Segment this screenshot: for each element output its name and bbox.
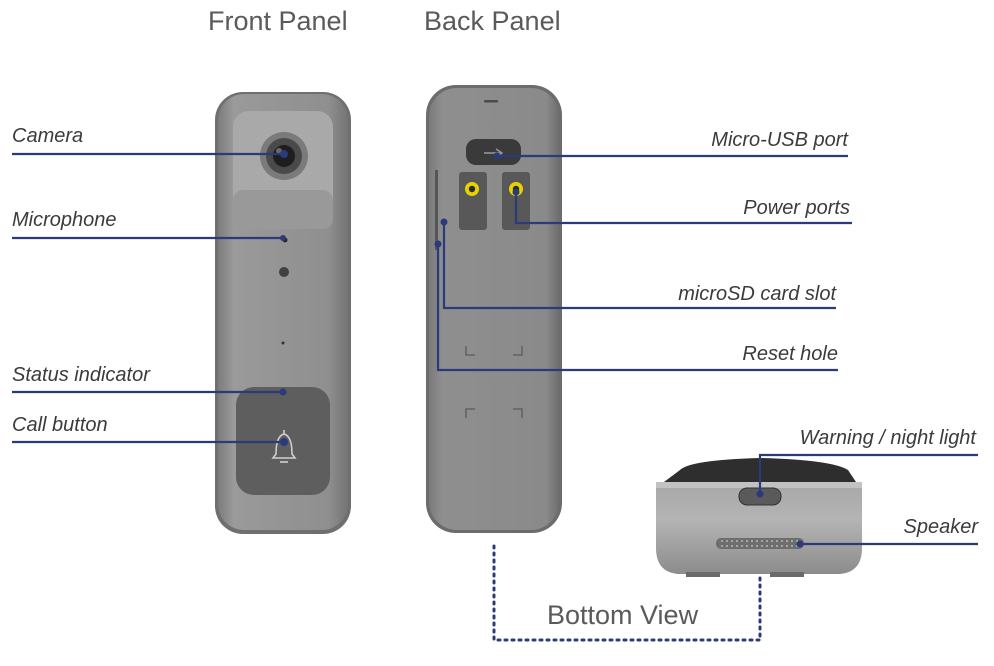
call-button-label: Call button: [12, 414, 108, 436]
camera-label: Camera: [12, 125, 84, 147]
bell-icon: [271, 430, 297, 463]
sensor-dot: [279, 267, 289, 277]
micro-usb-label: Micro-USB port: [711, 129, 848, 151]
microsd-callout: [442, 222, 836, 310]
callout-lines: [12, 152, 978, 546]
front-panel-title: Front Panel: [208, 6, 348, 36]
reset-hole-label: Reset hole: [742, 343, 838, 365]
mount-marks: [465, 346, 523, 418]
status-indicator-label: Status indicator: [12, 364, 150, 386]
microphone-label: Microphone: [12, 209, 117, 231]
microsd-label: microSD card slot: [678, 283, 836, 305]
power-ports-callout: [514, 192, 852, 225]
speaker-grille-icon: [716, 538, 804, 549]
callout-dots: [279, 150, 804, 548]
warning-light-label: Warning / night light: [799, 427, 976, 449]
reset-hole-callout: [436, 244, 838, 372]
front-panel-device: [215, 92, 351, 534]
warning-light-callout: [758, 453, 978, 494]
bottom-view-connector: [492, 544, 762, 642]
usb-port-icon: [466, 139, 521, 165]
power-ports-label: Power ports: [743, 197, 850, 219]
back-panel-title: Back Panel: [424, 6, 561, 36]
status-indicator-dot: [281, 341, 285, 345]
microsd-slot: [435, 170, 438, 250]
speaker-label: Speaker: [903, 516, 979, 538]
bottom-view-title: Bottom View: [547, 600, 699, 630]
